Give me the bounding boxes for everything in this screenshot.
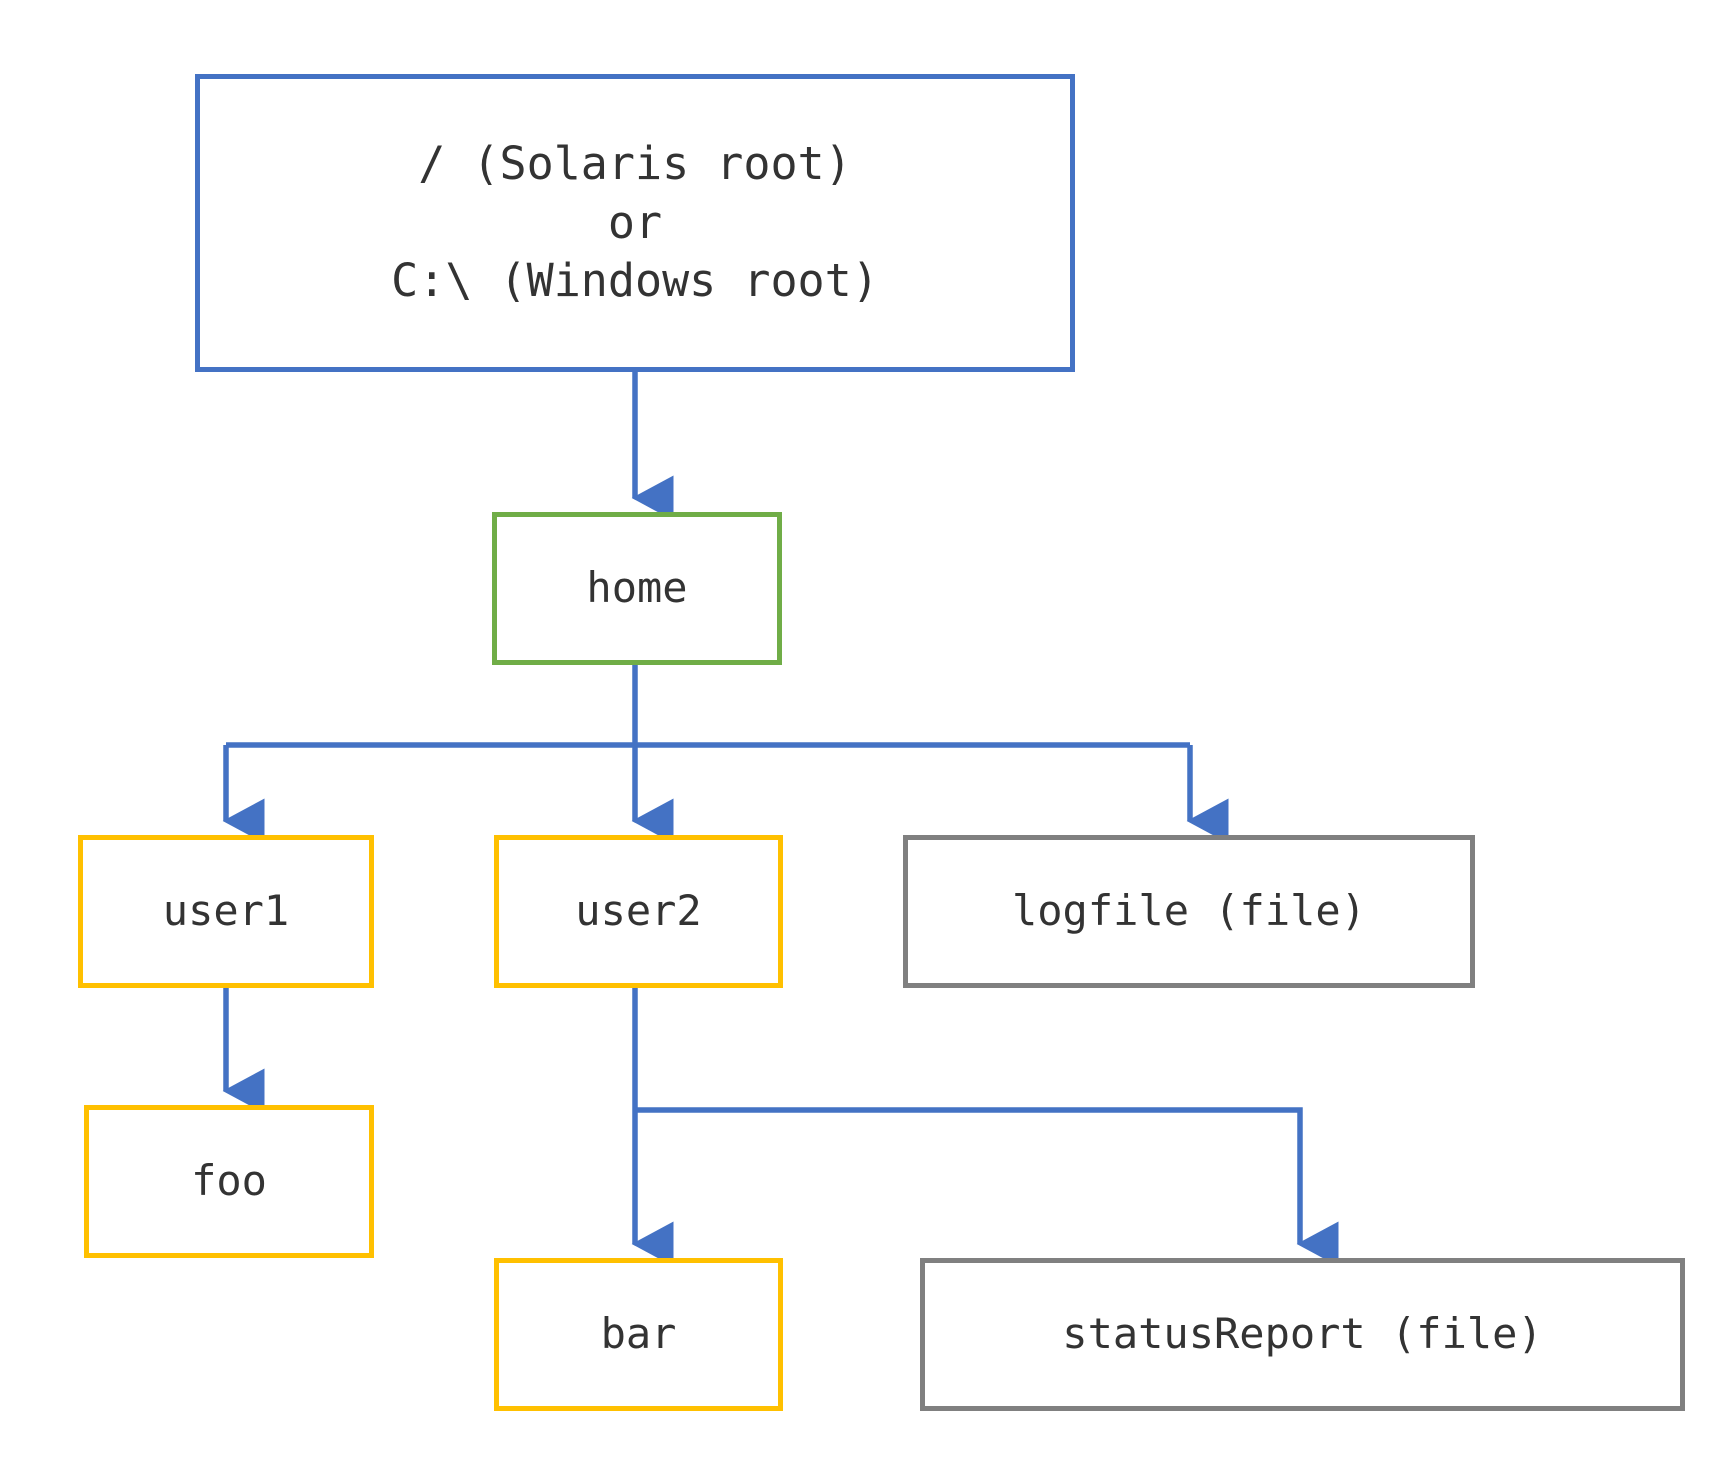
node-user1[interactable]: user1 — [78, 835, 374, 988]
node-logfile[interactable]: logfile (file) — [903, 835, 1475, 988]
node-root-label: / (Solaris root) or C:\ (Windows root) — [391, 137, 879, 308]
node-statusreport-label: statusReport (file) — [1062, 1309, 1543, 1359]
node-root[interactable]: / (Solaris root) or C:\ (Windows root) — [195, 74, 1075, 372]
node-bar-label: bar — [600, 1309, 677, 1359]
node-home-label: home — [586, 563, 688, 613]
node-bar[interactable]: bar — [494, 1258, 783, 1411]
node-user1-label: user1 — [162, 886, 290, 936]
node-foo-label: foo — [191, 1156, 267, 1206]
node-user2-label: user2 — [575, 886, 702, 936]
node-user2[interactable]: user2 — [494, 835, 783, 988]
node-statusreport[interactable]: statusReport (file) — [920, 1258, 1685, 1411]
node-home[interactable]: home — [492, 512, 782, 665]
node-logfile-label: logfile (file) — [1011, 886, 1366, 936]
edge-user2-statusreport — [635, 1107, 1339, 1267]
node-foo[interactable]: foo — [84, 1105, 374, 1258]
